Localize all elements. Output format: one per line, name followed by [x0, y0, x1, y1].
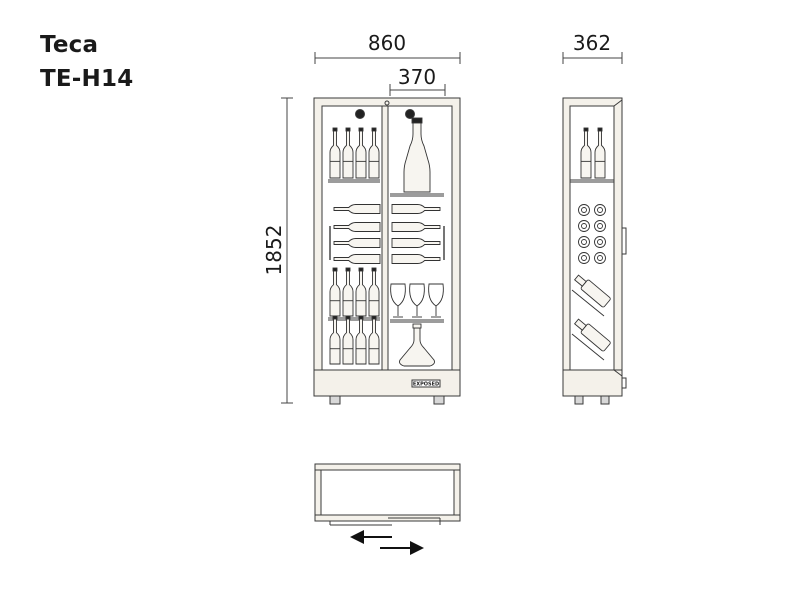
bottle-icon	[355, 315, 367, 365]
dimension-lines	[281, 52, 623, 404]
side-bottle-ends	[578, 204, 606, 264]
bottle-end-icon	[578, 204, 590, 216]
bottle-icon	[594, 127, 606, 179]
bottle-icon	[329, 315, 341, 365]
side-upright-bottles	[580, 127, 606, 179]
bottle-icon	[368, 315, 380, 365]
bottle-icon	[342, 267, 354, 317]
bottle-icon	[368, 267, 380, 317]
bottle-icon	[355, 127, 367, 179]
bottle-icon	[580, 127, 592, 179]
front-lying-bottles	[333, 204, 441, 264]
bottle-icon	[333, 254, 381, 264]
bottle-end-icon	[578, 220, 590, 232]
height-dimension: 1852	[262, 225, 286, 276]
width-dimension: 860	[368, 31, 406, 55]
bottle-icon	[355, 267, 367, 317]
decanter-icon	[399, 323, 435, 367]
product-line-label: Teca	[40, 32, 99, 58]
brand-logo-text: EXPOSED	[413, 382, 439, 388]
bottle-end-icon	[594, 252, 606, 264]
top-view	[314, 463, 461, 526]
bottle-icon	[391, 222, 441, 232]
bottle-icon	[391, 238, 441, 248]
bottle-end-icon	[594, 204, 606, 216]
sliding-door-arrows-icon	[350, 530, 424, 555]
bottle-end-icon	[578, 236, 590, 248]
bottle-icon	[333, 238, 381, 248]
bottle-icon	[342, 127, 354, 179]
front-upright-bottles	[329, 127, 380, 365]
bottle-icon	[391, 254, 441, 264]
inner-width-dimension: 370	[398, 65, 436, 89]
model-code-label: TE-H14	[40, 66, 134, 92]
bottle-end-icon	[594, 236, 606, 248]
bottle-icon	[329, 127, 341, 179]
depth-dimension: 362	[573, 31, 611, 55]
bottle-icon	[342, 315, 354, 365]
bottle-icon	[333, 204, 381, 214]
bottle-icon	[391, 204, 441, 214]
bottle-icon	[333, 222, 381, 232]
bottle-end-icon	[594, 220, 606, 232]
bottle-icon	[368, 127, 380, 179]
bottle-icon	[329, 267, 341, 317]
bottle-end-icon	[578, 252, 590, 264]
magnum-bottle-icon	[403, 117, 431, 193]
wine-glasses-icon	[390, 283, 444, 318]
side-view	[562, 97, 627, 405]
side-tilted-bottles	[571, 274, 611, 361]
